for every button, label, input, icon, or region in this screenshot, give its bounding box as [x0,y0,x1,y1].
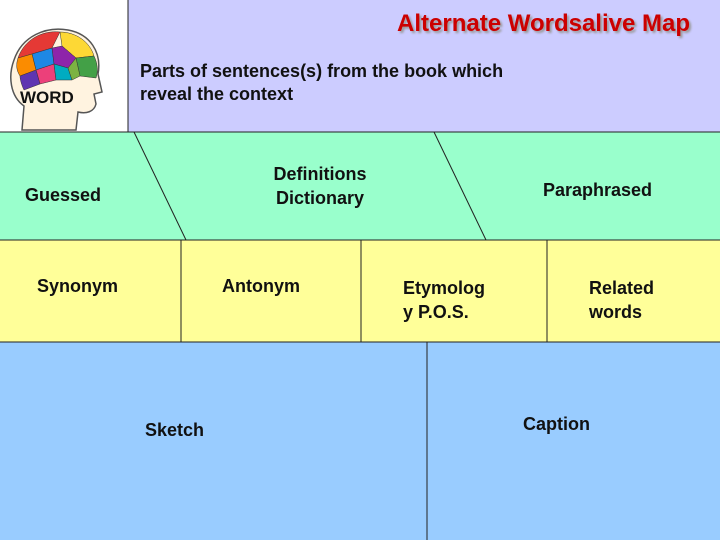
etymology-label: Etymolog y P.O.S. [403,276,513,324]
caption-label: Caption [523,414,590,434]
definitions-line-1: Definitions [273,164,367,184]
related-line-2: words [589,302,643,322]
words-row [0,240,720,342]
definitions-label: Definitions Dictionary [255,162,385,210]
definitions-row [0,132,720,240]
guessed-label: Guessed [25,185,102,205]
word-label: WORD [20,88,74,107]
etymology-line-2: y P.O.S. [403,302,469,322]
antonym-label: Antonym [222,276,300,296]
context-panel [128,0,720,132]
related-line-1: Related [589,278,655,298]
definitions-line-2: Dictionary [275,188,365,208]
sketch-label: Sketch [145,420,205,440]
page-title: Alternate Wordsalive Map [397,10,690,37]
brain-head-icon [10,28,103,131]
context-line-2: reveal the context [140,84,294,104]
visual-row [0,342,720,540]
synonym-label: Synonym [37,276,119,296]
paraphrased-label: Paraphrased [543,180,653,200]
etymology-line-1: Etymolog [403,278,486,298]
related-words-label: Related words [589,276,679,324]
context-line-1: Parts of sentences(s) from the book whic… [140,61,504,81]
context-prompt: Parts of sentences(s) from the book whic… [140,60,560,106]
